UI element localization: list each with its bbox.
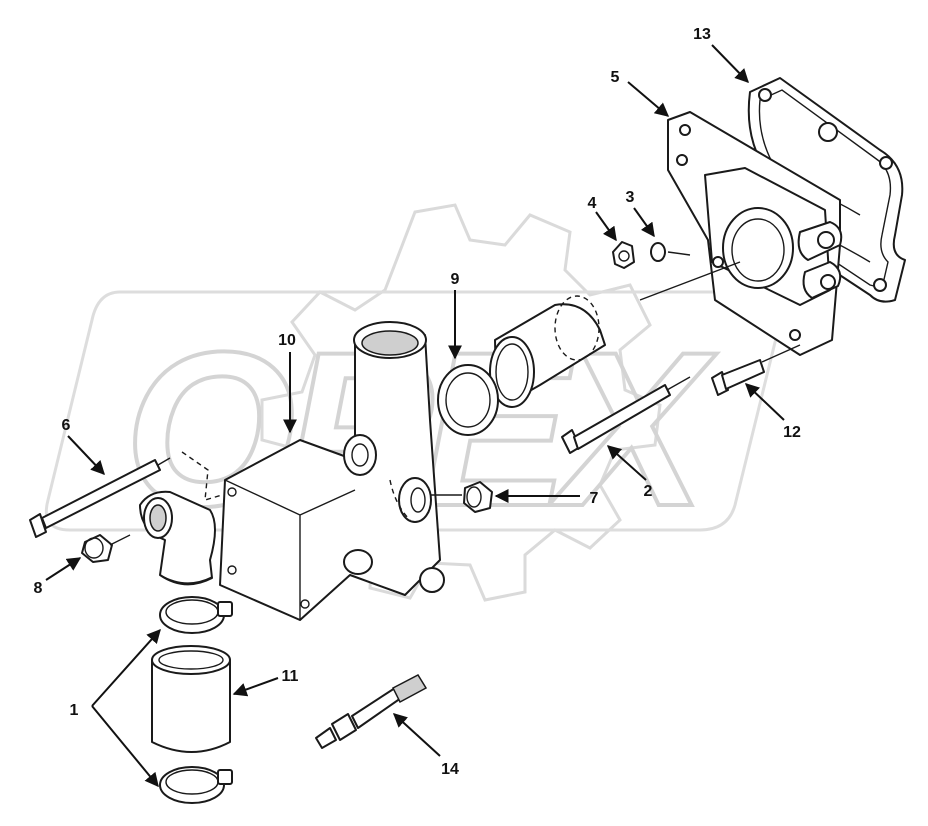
callout-6: 6 <box>62 417 71 434</box>
callout-13: 13 <box>693 26 711 43</box>
part-4-plug <box>612 241 635 269</box>
part-1-lower-clamp <box>159 766 233 804</box>
part-14-sensor <box>315 674 428 749</box>
callout-9: 9 <box>451 271 460 288</box>
leader-1-lower <box>91 705 159 788</box>
leader-lines <box>45 44 785 788</box>
leader-2 <box>606 445 647 481</box>
part-1-upper-clamp <box>159 596 233 634</box>
callout-8: 8 <box>34 580 43 597</box>
leader-5 <box>627 81 670 117</box>
leader-8 <box>45 557 82 581</box>
leader-1-upper <box>91 628 161 707</box>
elbow-fitting <box>139 451 223 586</box>
part-8-spacer <box>81 534 131 563</box>
part-5-adapter-plate <box>639 111 843 356</box>
leader-14 <box>392 713 441 757</box>
watermark-gear-icon <box>260 203 662 602</box>
callout-7: 7 <box>590 490 599 507</box>
part-10-thermostat-housing <box>219 321 445 621</box>
callout-3: 3 <box>626 189 635 206</box>
part-3-o-ring <box>650 242 691 262</box>
part-6-capscrew <box>29 457 171 538</box>
leader-3 <box>633 207 655 238</box>
leader-13 <box>711 44 749 84</box>
callout-11: 11 <box>282 668 299 685</box>
leader-4 <box>595 211 617 242</box>
callout-14: 14 <box>441 761 459 778</box>
part-11-hose <box>151 645 231 753</box>
callout-4: 4 <box>588 195 597 212</box>
part-9-seal-ring <box>437 364 499 436</box>
callout-12: 12 <box>783 424 801 441</box>
leader-11 <box>232 677 279 697</box>
callout-2: 2 <box>644 483 653 500</box>
part-12-capscrew <box>711 344 801 396</box>
leader-12 <box>744 383 785 421</box>
callout-5: 5 <box>611 69 620 86</box>
callout-labels: 13 5 4 3 9 10 12 2 7 6 8 1 11 14 <box>34 26 801 778</box>
leader-6 <box>67 435 105 476</box>
part-13-gasket <box>747 77 906 303</box>
callout-1: 1 <box>70 702 79 719</box>
part-7-grommet <box>430 481 493 513</box>
part-2-long-capscrew <box>561 376 691 454</box>
sleeve-dashed <box>489 295 606 408</box>
callout-10: 10 <box>278 332 296 349</box>
